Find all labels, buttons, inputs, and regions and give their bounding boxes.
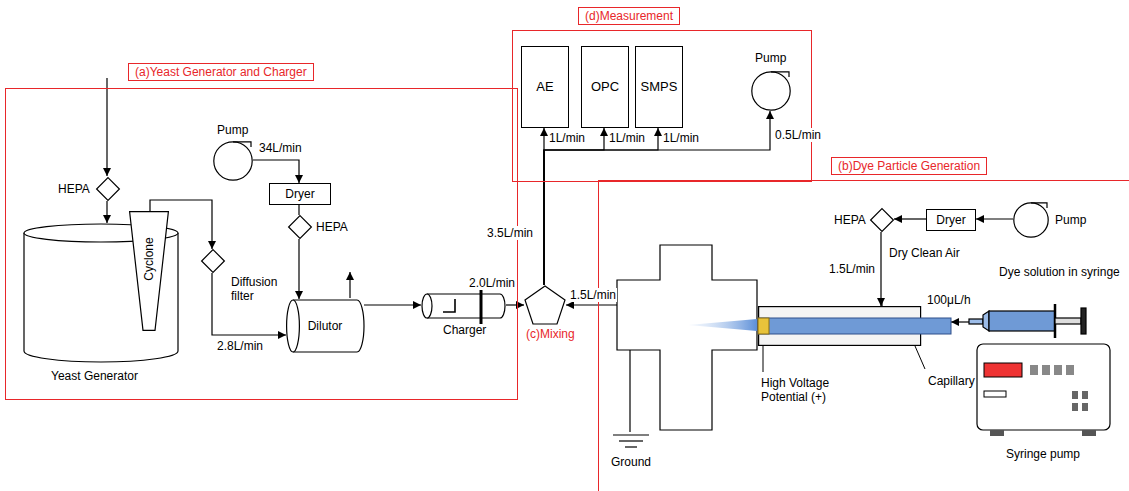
node-label: Dilutor (308, 319, 343, 333)
flow-rate: 100μL/h (926, 293, 972, 307)
flow-rate: 1L/min (662, 131, 700, 145)
hepa-filter: HEPA (288, 215, 312, 239)
flow-rate: 1L/min (548, 131, 586, 145)
pump: Pump (213, 141, 253, 181)
syringe: Dye solution in syringe (969, 301, 1096, 341)
chamber-outlet (566, 304, 617, 305)
flow-line (880, 232, 881, 306)
flow-line (212, 273, 286, 335)
annotation: High Voltage Potential (+) (760, 376, 874, 405)
spray-chamber (617, 245, 757, 430)
pump: Pump (751, 71, 791, 111)
instrument-box: OPC (581, 46, 629, 128)
hepa-filter-outline (870, 208, 894, 232)
dilutor: Dilutor (286, 299, 364, 353)
node-label: HEPA (58, 182, 90, 196)
annotation: 3.5L/min (486, 226, 534, 240)
node-label: Pump (217, 123, 248, 137)
syringe-pump-outline (976, 343, 1111, 439)
node-label: Capillary (928, 374, 975, 388)
hepa-filter-outline (96, 177, 120, 201)
node-label: Pump (755, 51, 786, 65)
flow-line (544, 111, 770, 285)
flow-line (106, 201, 107, 223)
group-title: (b)Dye Particle Generation (831, 157, 987, 175)
node-label: Yeast Generator (51, 369, 138, 383)
dryer: Dryer (269, 183, 331, 205)
exhaust-arrow (349, 272, 350, 298)
pump: Pump (1013, 202, 1049, 238)
flow-line (976, 218, 1013, 219)
diffusion-filter-outline (201, 249, 225, 273)
hepa-filter: HEPA (870, 208, 894, 232)
spray-plume (688, 319, 757, 331)
node-label: Dryer (285, 187, 314, 201)
instrument-box: AE (521, 46, 569, 128)
ground-wire (629, 350, 630, 432)
flow-line (364, 304, 421, 305)
ground-symbol: Ground (613, 433, 649, 451)
dryer: Dryer (926, 209, 976, 231)
flow-line (506, 304, 524, 305)
flow-rate: 0.5L/min (774, 128, 822, 142)
leader-line (915, 346, 925, 369)
ground-symbol-outline (613, 433, 649, 451)
group-title: (d)Measurement (578, 7, 680, 25)
charger-outline (421, 293, 506, 319)
node-label: Cyclone (142, 237, 156, 280)
instrument-box: SMPS (635, 46, 683, 128)
node-label: OPC (591, 79, 619, 95)
flow-line (894, 218, 926, 219)
group-title: (a)Yeast Generator and Charger (128, 63, 314, 81)
flow-rate: 2.0L/min (468, 276, 516, 290)
pump-outline (213, 141, 253, 181)
flow-line (544, 128, 658, 285)
mixer: (c)Mixing (524, 285, 566, 325)
flow-rate: 1.5L/min (828, 262, 876, 276)
node-label: Ground (611, 455, 651, 469)
node-label: SMPS (641, 79, 678, 95)
syringe-outline (969, 301, 1096, 341)
node-label: Charger (443, 323, 486, 337)
mixer-outline (524, 285, 566, 325)
pump-outline (1013, 202, 1049, 238)
hepa-filter: HEPA (96, 177, 120, 201)
syringe-pump: Syringe pump (976, 343, 1111, 439)
charger: Charger (421, 293, 506, 319)
yeast-generator: Yeast GeneratorCyclone (23, 223, 179, 363)
cyclone: Cyclone (129, 211, 169, 331)
node-label: HEPA (834, 213, 866, 227)
capillary: Capillary (758, 306, 951, 346)
annotation: Dry Clean Air (888, 246, 961, 260)
flow-line (544, 128, 604, 285)
node-label: Dryer (936, 213, 965, 227)
flow-line (253, 160, 299, 183)
flow-line (298, 205, 299, 215)
hepa-filter-outline (288, 215, 312, 239)
leader-line (763, 346, 764, 372)
flow-line (298, 239, 299, 299)
flow-rate: 2.8L/min (216, 339, 264, 353)
air-intake (106, 78, 107, 176)
flow-rate: 1L/min (608, 131, 646, 145)
diffusion-filter: Diffusion filter (201, 249, 225, 273)
node-label: Pump (1055, 213, 1086, 227)
group-frame: (b)Dye Particle GenerationPumpDryerHEPAD… (598, 180, 1129, 491)
flow-rate: 34L/min (258, 141, 303, 155)
pump-outline (751, 71, 791, 111)
node-label: AE (536, 79, 553, 95)
node-label: Diffusion filter (231, 275, 287, 304)
node-label: Dye solution in syringe (999, 265, 1120, 279)
node-label: (c)Mixing (526, 327, 575, 341)
capillary-outline (758, 306, 951, 346)
annotation: 1.5L/min (569, 288, 617, 302)
node-label: Syringe pump (1006, 447, 1080, 461)
flow-line (951, 321, 969, 322)
node-label: HEPA (316, 220, 348, 234)
group-frame: (d)MeasurementAEOPCSMPSPump (512, 30, 812, 182)
